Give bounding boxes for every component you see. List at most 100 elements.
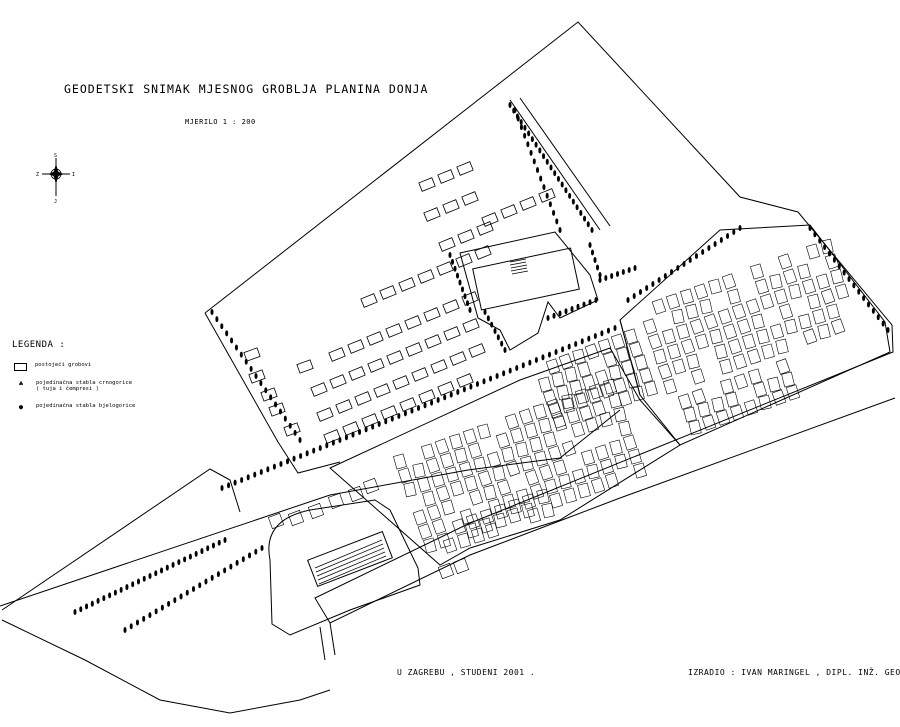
grave (417, 523, 433, 540)
tree (423, 402, 427, 409)
tree (266, 466, 270, 473)
tree (852, 282, 856, 289)
grave (417, 269, 435, 284)
grave (807, 293, 821, 310)
grave (618, 420, 632, 437)
tree (496, 334, 500, 341)
grave (719, 358, 733, 375)
grave (504, 413, 520, 430)
tree (269, 394, 273, 401)
tree (626, 297, 630, 303)
tree (534, 357, 538, 363)
grave (826, 303, 840, 320)
grave (561, 440, 577, 457)
grave (455, 253, 473, 268)
grave (653, 348, 667, 365)
tree (574, 341, 578, 347)
tree (560, 181, 564, 188)
grave (558, 353, 574, 370)
grave (561, 393, 575, 410)
grave (316, 407, 334, 422)
grave (727, 288, 741, 305)
tree (553, 170, 557, 177)
tree (475, 381, 479, 387)
grave (736, 318, 752, 335)
grave (628, 448, 642, 465)
tree (210, 309, 214, 315)
tree (167, 601, 171, 607)
tree (397, 413, 401, 419)
grave (754, 278, 770, 295)
grave (430, 359, 448, 374)
tree (701, 249, 705, 255)
tree (135, 619, 139, 626)
tree (593, 333, 597, 339)
grave (703, 313, 719, 330)
grave (680, 288, 694, 305)
grave (506, 507, 522, 524)
grave (283, 422, 301, 437)
grave (586, 463, 600, 480)
grave (477, 423, 491, 440)
tree (645, 285, 649, 291)
tree (542, 153, 546, 160)
legend-item-conifer: ♣ pojedinačna stabla crnogorice ( tuja i… (14, 380, 132, 392)
grave (556, 384, 570, 401)
grave (538, 417, 552, 434)
tree (188, 553, 192, 560)
tree (460, 286, 464, 293)
grave (403, 481, 417, 498)
grave (536, 488, 550, 505)
grave (651, 298, 667, 315)
grave (418, 177, 436, 192)
tree (254, 373, 258, 379)
grave (617, 390, 633, 407)
tree (338, 437, 342, 443)
grave (494, 503, 508, 520)
tree (508, 102, 512, 108)
tree (594, 297, 598, 303)
tree (384, 418, 388, 425)
tree (657, 277, 661, 283)
tree (148, 573, 152, 579)
tree (871, 307, 875, 314)
grave (551, 412, 567, 429)
tree (123, 627, 127, 633)
tree (204, 578, 208, 585)
grave (527, 507, 541, 524)
grave (418, 389, 436, 404)
tree (217, 539, 221, 546)
grave (574, 392, 588, 409)
tree (325, 442, 329, 449)
tree-rows (73, 102, 890, 633)
grave (574, 388, 590, 405)
grave (348, 366, 366, 381)
road-edge-left (1, 468, 241, 611)
mortuary-seating (314, 539, 387, 585)
grave (456, 373, 474, 388)
grave (327, 492, 345, 510)
tree (595, 264, 599, 271)
grave (500, 204, 518, 219)
grave (820, 288, 836, 305)
grave (631, 385, 645, 402)
tree (556, 175, 560, 182)
tree (227, 482, 231, 489)
grave (711, 396, 725, 413)
grave (714, 343, 728, 360)
grave (587, 387, 601, 404)
tree (259, 469, 263, 475)
grave (533, 403, 547, 420)
grave (438, 237, 456, 252)
tree (564, 308, 568, 315)
grave (411, 367, 429, 382)
grave (777, 253, 793, 270)
grave (616, 346, 630, 363)
grave (412, 462, 426, 479)
tree (523, 124, 527, 131)
tree (298, 437, 302, 443)
tree (588, 242, 592, 248)
tree (443, 394, 447, 401)
grave (699, 298, 713, 315)
tree (249, 365, 253, 372)
